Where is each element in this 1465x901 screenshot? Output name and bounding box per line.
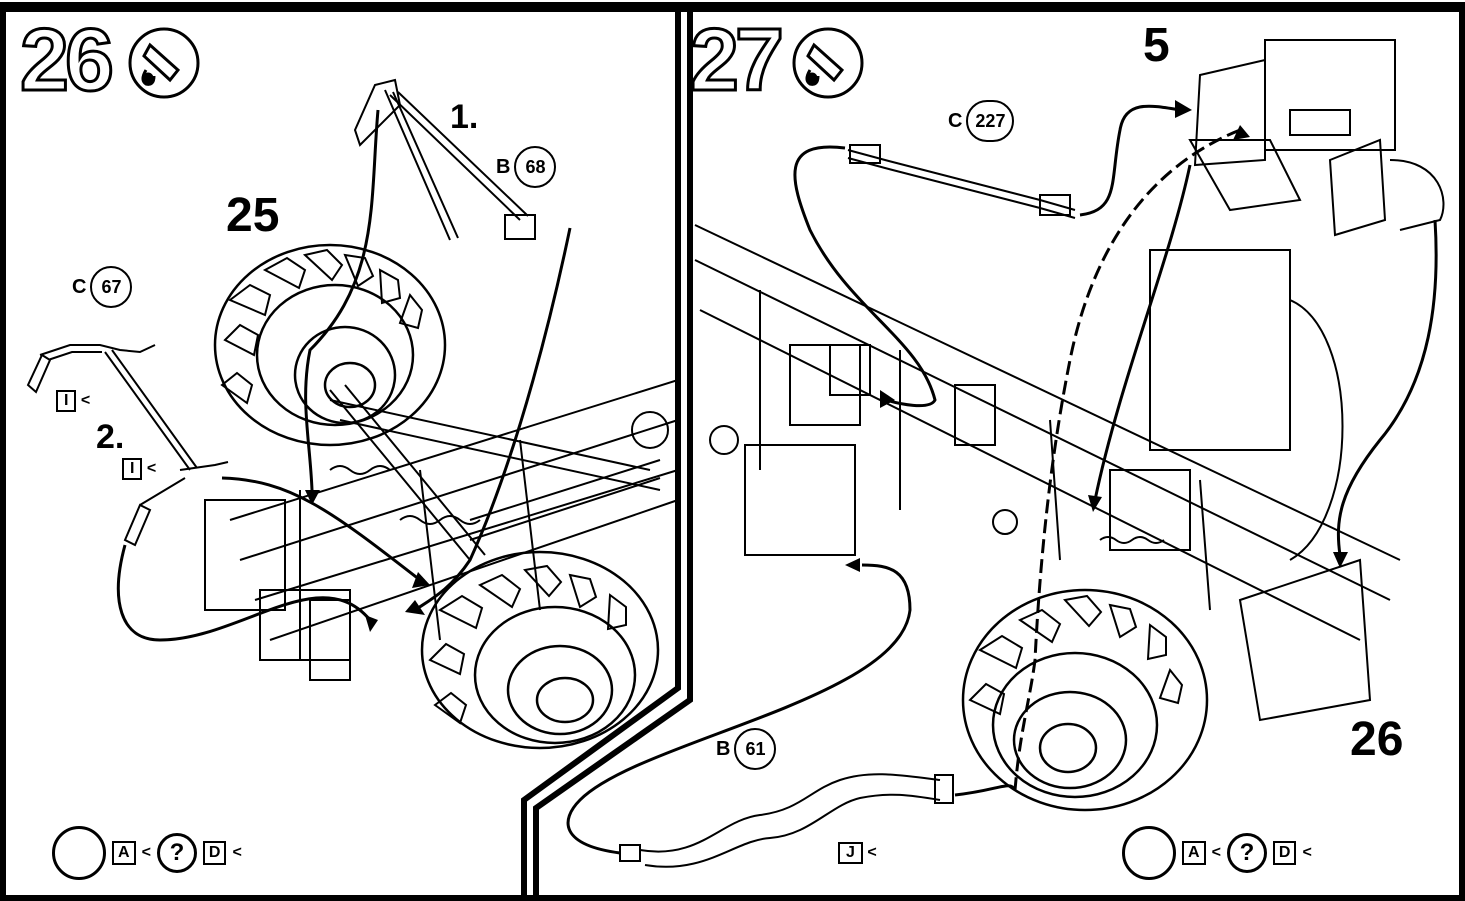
flag-tick: < bbox=[141, 844, 151, 861]
part-c227-rod bbox=[847, 144, 1076, 219]
part-ref-c227: C 227 bbox=[948, 100, 1015, 142]
wheel-25 bbox=[213, 243, 447, 447]
sprue-letter: C bbox=[72, 276, 87, 298]
paint-swatch-a: A bbox=[112, 841, 136, 865]
part-number-circle: 61 bbox=[734, 728, 777, 770]
paint-flag-j: J < bbox=[838, 842, 877, 864]
paint-flag-i-2: I < bbox=[122, 458, 156, 480]
flag-tick: < bbox=[1211, 844, 1221, 861]
flag-tick: < bbox=[232, 844, 242, 861]
part-label-5: 5 bbox=[1143, 19, 1170, 72]
brush-icon bbox=[1122, 826, 1176, 880]
paint-flag-i-1: I < bbox=[56, 390, 90, 412]
part-label-25: 25 bbox=[226, 189, 280, 242]
part-c67-rod bbox=[26, 344, 229, 547]
flag-tick: < bbox=[1302, 844, 1312, 861]
part-b68-arm bbox=[353, 78, 536, 241]
part-b61-hose bbox=[619, 773, 954, 868]
paint-swatch-a: A bbox=[1182, 841, 1206, 865]
question-icon: ? bbox=[156, 833, 197, 873]
part-ref-c67: C 67 bbox=[72, 266, 133, 308]
sprue-letter: B bbox=[716, 738, 731, 760]
paint-swatch-d: D bbox=[1272, 841, 1297, 865]
paint-legend-27: A < ? D < bbox=[1122, 826, 1312, 880]
glue-icon bbox=[128, 27, 200, 99]
sprue-letter: B bbox=[496, 156, 511, 178]
arrowheads-27 bbox=[845, 100, 1348, 572]
wheel-27 bbox=[961, 588, 1209, 812]
part-ref-b61: B 61 bbox=[716, 728, 777, 770]
part-number-circle: 67 bbox=[90, 266, 133, 308]
question-icon: ? bbox=[1226, 833, 1267, 873]
part-label-26: 26 bbox=[1350, 713, 1404, 766]
glue-icon bbox=[792, 27, 864, 99]
chassis-drawing-26 bbox=[204, 379, 679, 681]
arrows-27 bbox=[566, 104, 1438, 855]
part-5-box bbox=[1188, 39, 1445, 237]
chassis-drawing-27 bbox=[694, 224, 1401, 722]
paint-swatch-d: D bbox=[202, 841, 227, 865]
brush-icon bbox=[52, 826, 106, 880]
sub-step-1: 1. bbox=[450, 98, 479, 136]
sub-step-2: 2. bbox=[96, 418, 125, 456]
part-number-circle: 68 bbox=[514, 146, 557, 188]
wheel-front-26 bbox=[420, 550, 660, 750]
part-number-circle: 227 bbox=[966, 100, 1015, 142]
part-ref-b68: B 68 bbox=[496, 146, 557, 188]
paint-legend-26: A < ? D < bbox=[52, 826, 242, 880]
step-number-27: 27 bbox=[689, 10, 786, 109]
sprue-letter: C bbox=[948, 110, 963, 132]
arrowheads-26 bbox=[305, 490, 430, 632]
step-number-26: 26 bbox=[19, 10, 116, 109]
